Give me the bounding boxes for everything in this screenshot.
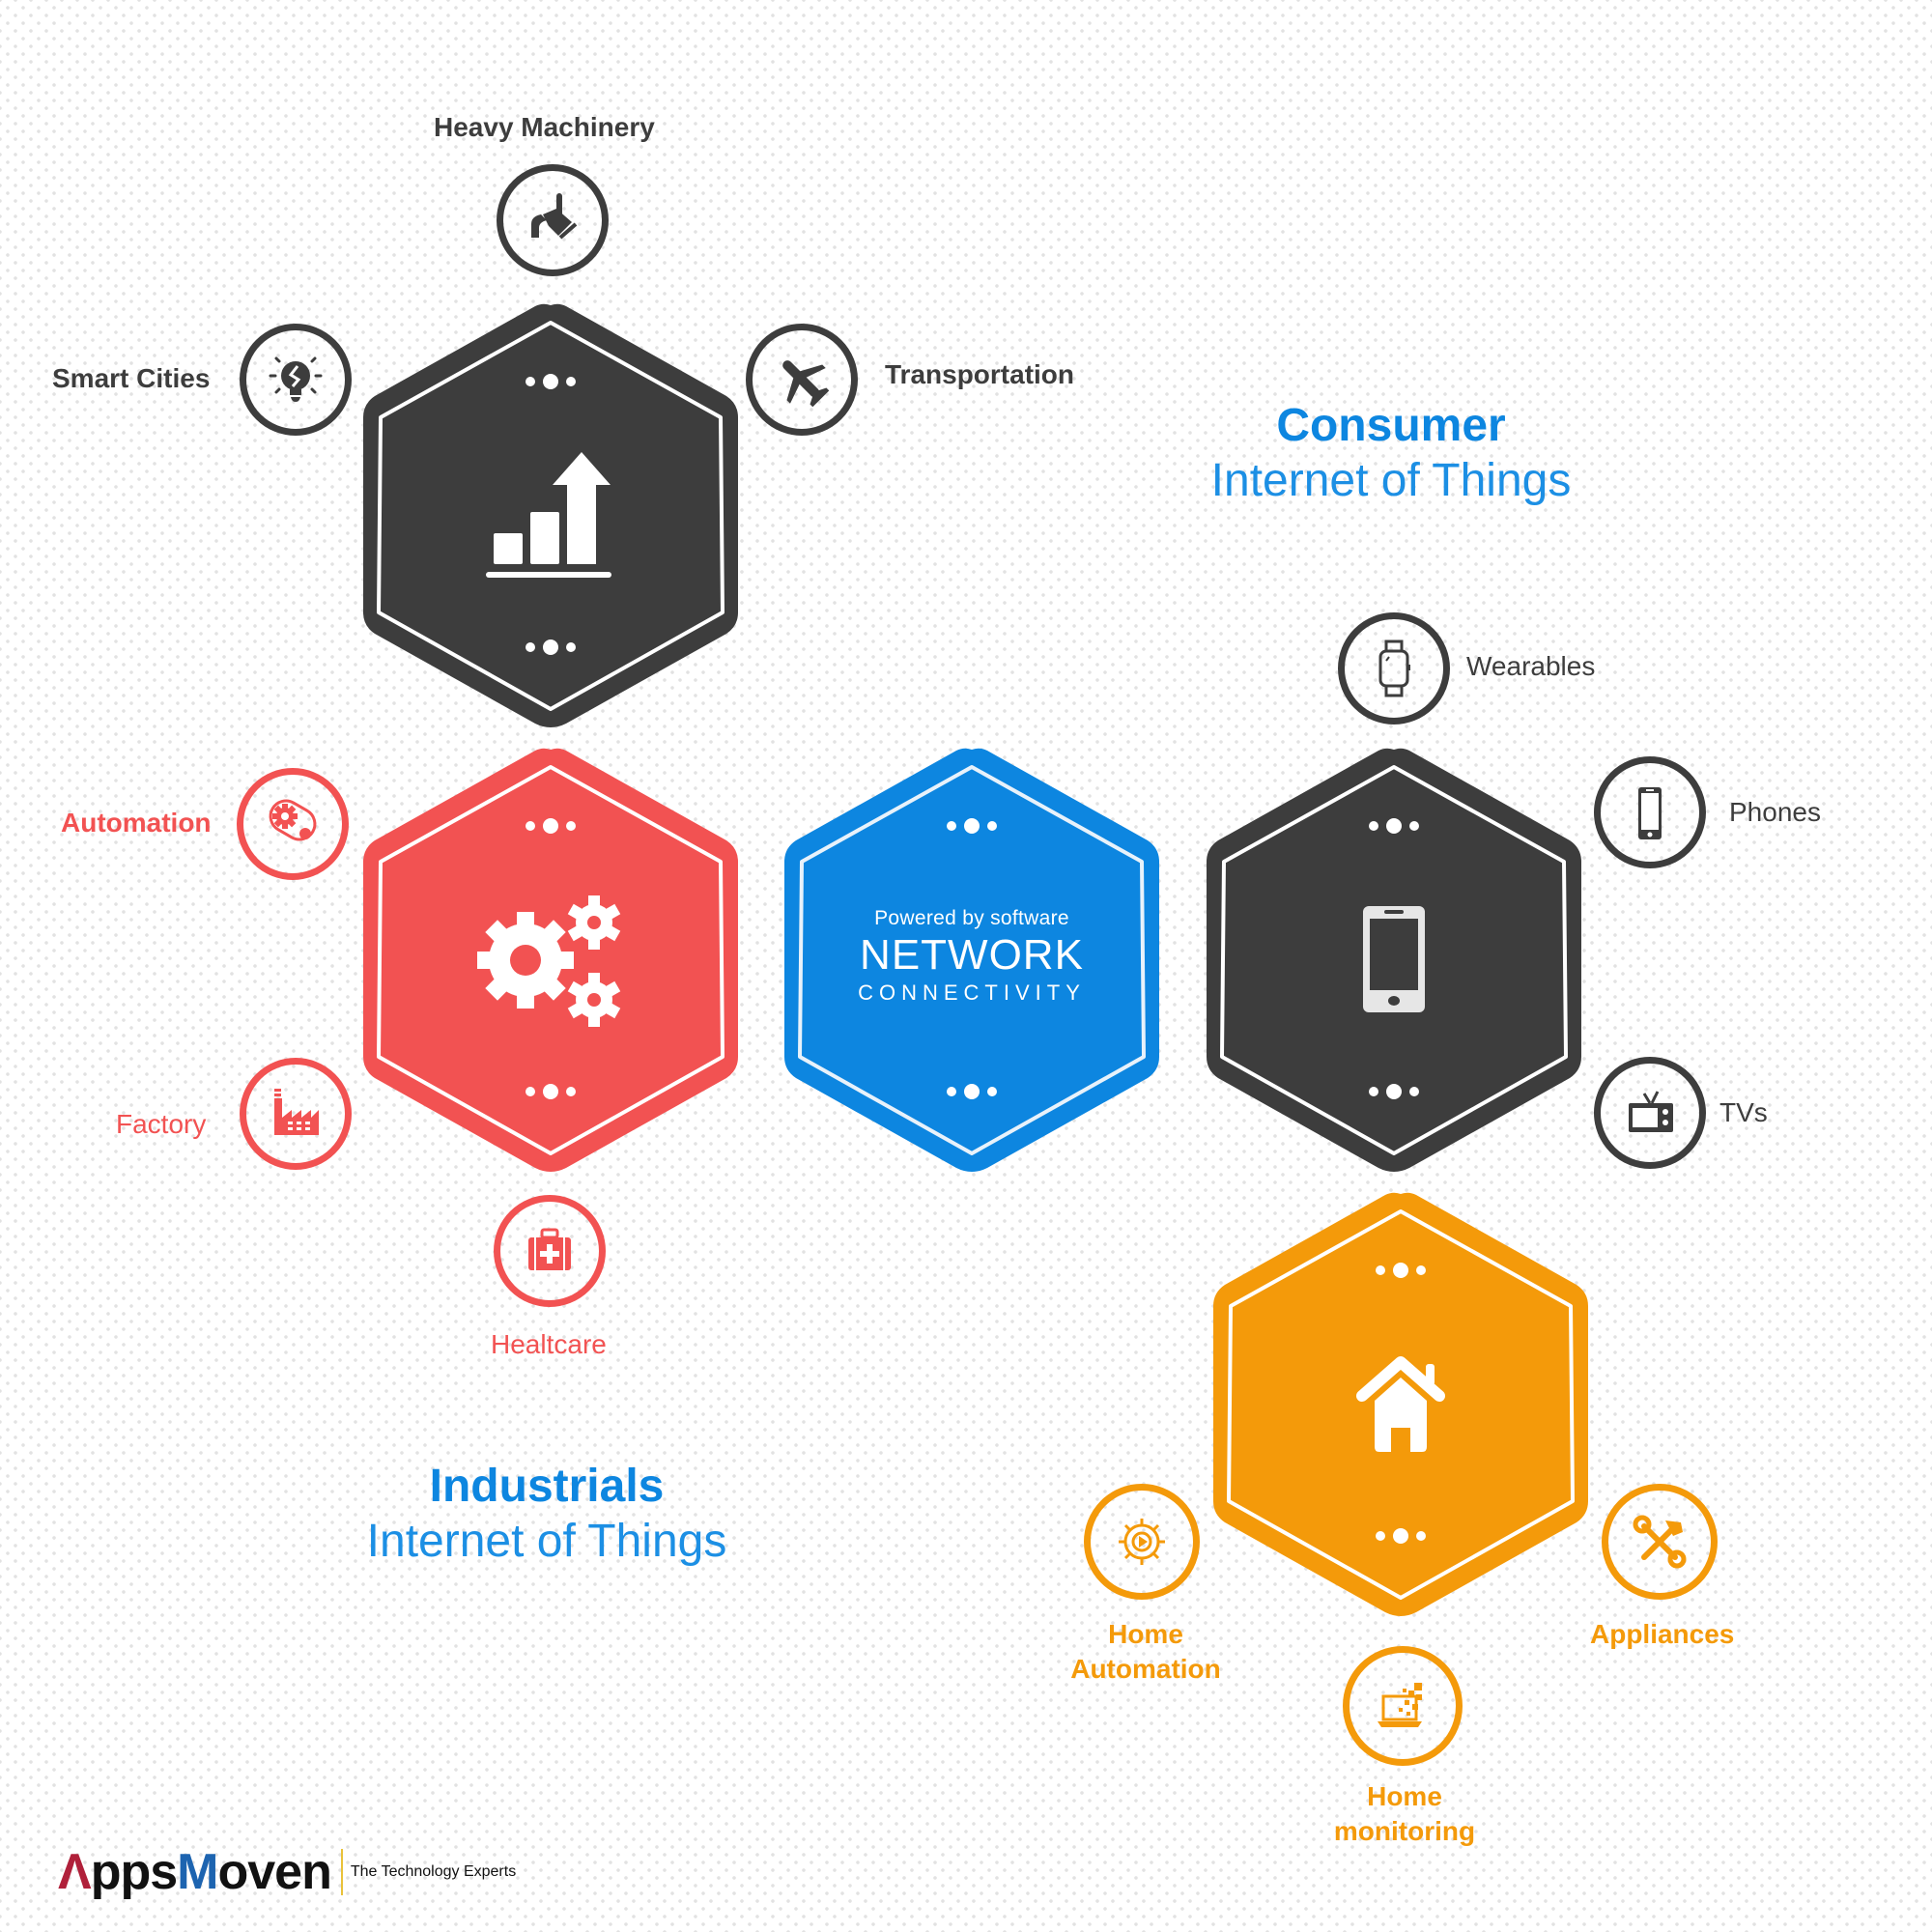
wearables-circle [1338, 612, 1450, 724]
consumer-heading: Consumer Internet of Things [1159, 399, 1623, 509]
industrials-heading: Industrials Internet of Things [325, 1460, 769, 1570]
industrials-subtitle: Internet of Things [366, 1516, 727, 1567]
phones-label: Phones [1729, 797, 1821, 827]
connectivity-text: CONNECTIVITY [858, 980, 1086, 1005]
consumer-title: Consumer [1276, 400, 1506, 451]
home-automation-circle [1084, 1484, 1200, 1600]
logo-divider [340, 1849, 343, 1895]
smart-cities-circle [240, 324, 352, 436]
hexagon-consumer-home [1213, 1192, 1588, 1616]
smart-cities-label: Smart Cities [52, 363, 211, 393]
dots-top-icon [526, 374, 576, 389]
tv-icon [1629, 1091, 1673, 1132]
industrials-title: Industrials [429, 1461, 665, 1512]
transportation-circle [746, 324, 858, 436]
smartphone-icon [1363, 906, 1425, 1012]
lightbulb-icon [269, 356, 323, 402]
healthcare-circle [494, 1195, 606, 1307]
hexagon-consumer-devices [1207, 748, 1581, 1172]
appsmaven-logo: ΛppsMoven The Technology Experts [58, 1843, 516, 1901]
logo-wordmark: ΛppsMoven [58, 1844, 332, 1900]
pouring-ladle-icon [531, 193, 578, 240]
airplane-icon [782, 360, 830, 408]
smartwatch-icon [1378, 639, 1410, 697]
wearables-label: Wearables [1466, 651, 1596, 681]
healthcare-label: Healtcare [491, 1329, 607, 1359]
bar-chart-up-arrow-icon [486, 452, 611, 578]
tvs-circle [1594, 1057, 1706, 1169]
hexagon-industrial-growth [363, 303, 738, 727]
phones-circle [1594, 756, 1706, 868]
tvs-label: TVs [1719, 1097, 1768, 1127]
logo-tagline: The Technology Experts [350, 1863, 517, 1880]
gear-play-icon [1119, 1519, 1165, 1565]
dots-bottom-icon [526, 639, 576, 655]
heavy-machinery-circle [497, 164, 609, 276]
appliances-circle [1602, 1484, 1718, 1600]
powered-by-text: Powered by software [874, 907, 1069, 929]
hexagon-industrial-automation [363, 748, 738, 1172]
appliances-label: Appliances [1590, 1619, 1735, 1649]
house-icon [1356, 1356, 1445, 1452]
phone-icon [1638, 787, 1662, 839]
home-monitoring-label: Home monitoring [1333, 1781, 1476, 1846]
gears-icon [477, 895, 621, 1027]
automation-circle [237, 768, 349, 880]
factory-icon [274, 1089, 319, 1135]
gear-belt-icon [269, 799, 317, 841]
factory-label: Factory [116, 1109, 207, 1139]
wrench-hammer-icon [1633, 1515, 1687, 1569]
consumer-subtitle: Internet of Things [1210, 455, 1572, 506]
transportation-label: Transportation [885, 359, 1075, 389]
automation-label: Automation [61, 808, 212, 838]
hexagon-network-connectivity [784, 748, 1159, 1172]
first-aid-kit-icon [528, 1228, 571, 1270]
laptop-pixels-icon [1378, 1683, 1422, 1727]
network-text: NETWORK [860, 931, 1084, 979]
home-automation-label: Home Automation [1070, 1619, 1221, 1684]
network-connectivity-text: Powered by software NETWORK CONNECTIVITY [817, 889, 1126, 1024]
home-monitoring-circle [1343, 1646, 1463, 1766]
heavy-machinery-label: Heavy Machinery [434, 112, 655, 142]
factory-circle [240, 1058, 352, 1170]
